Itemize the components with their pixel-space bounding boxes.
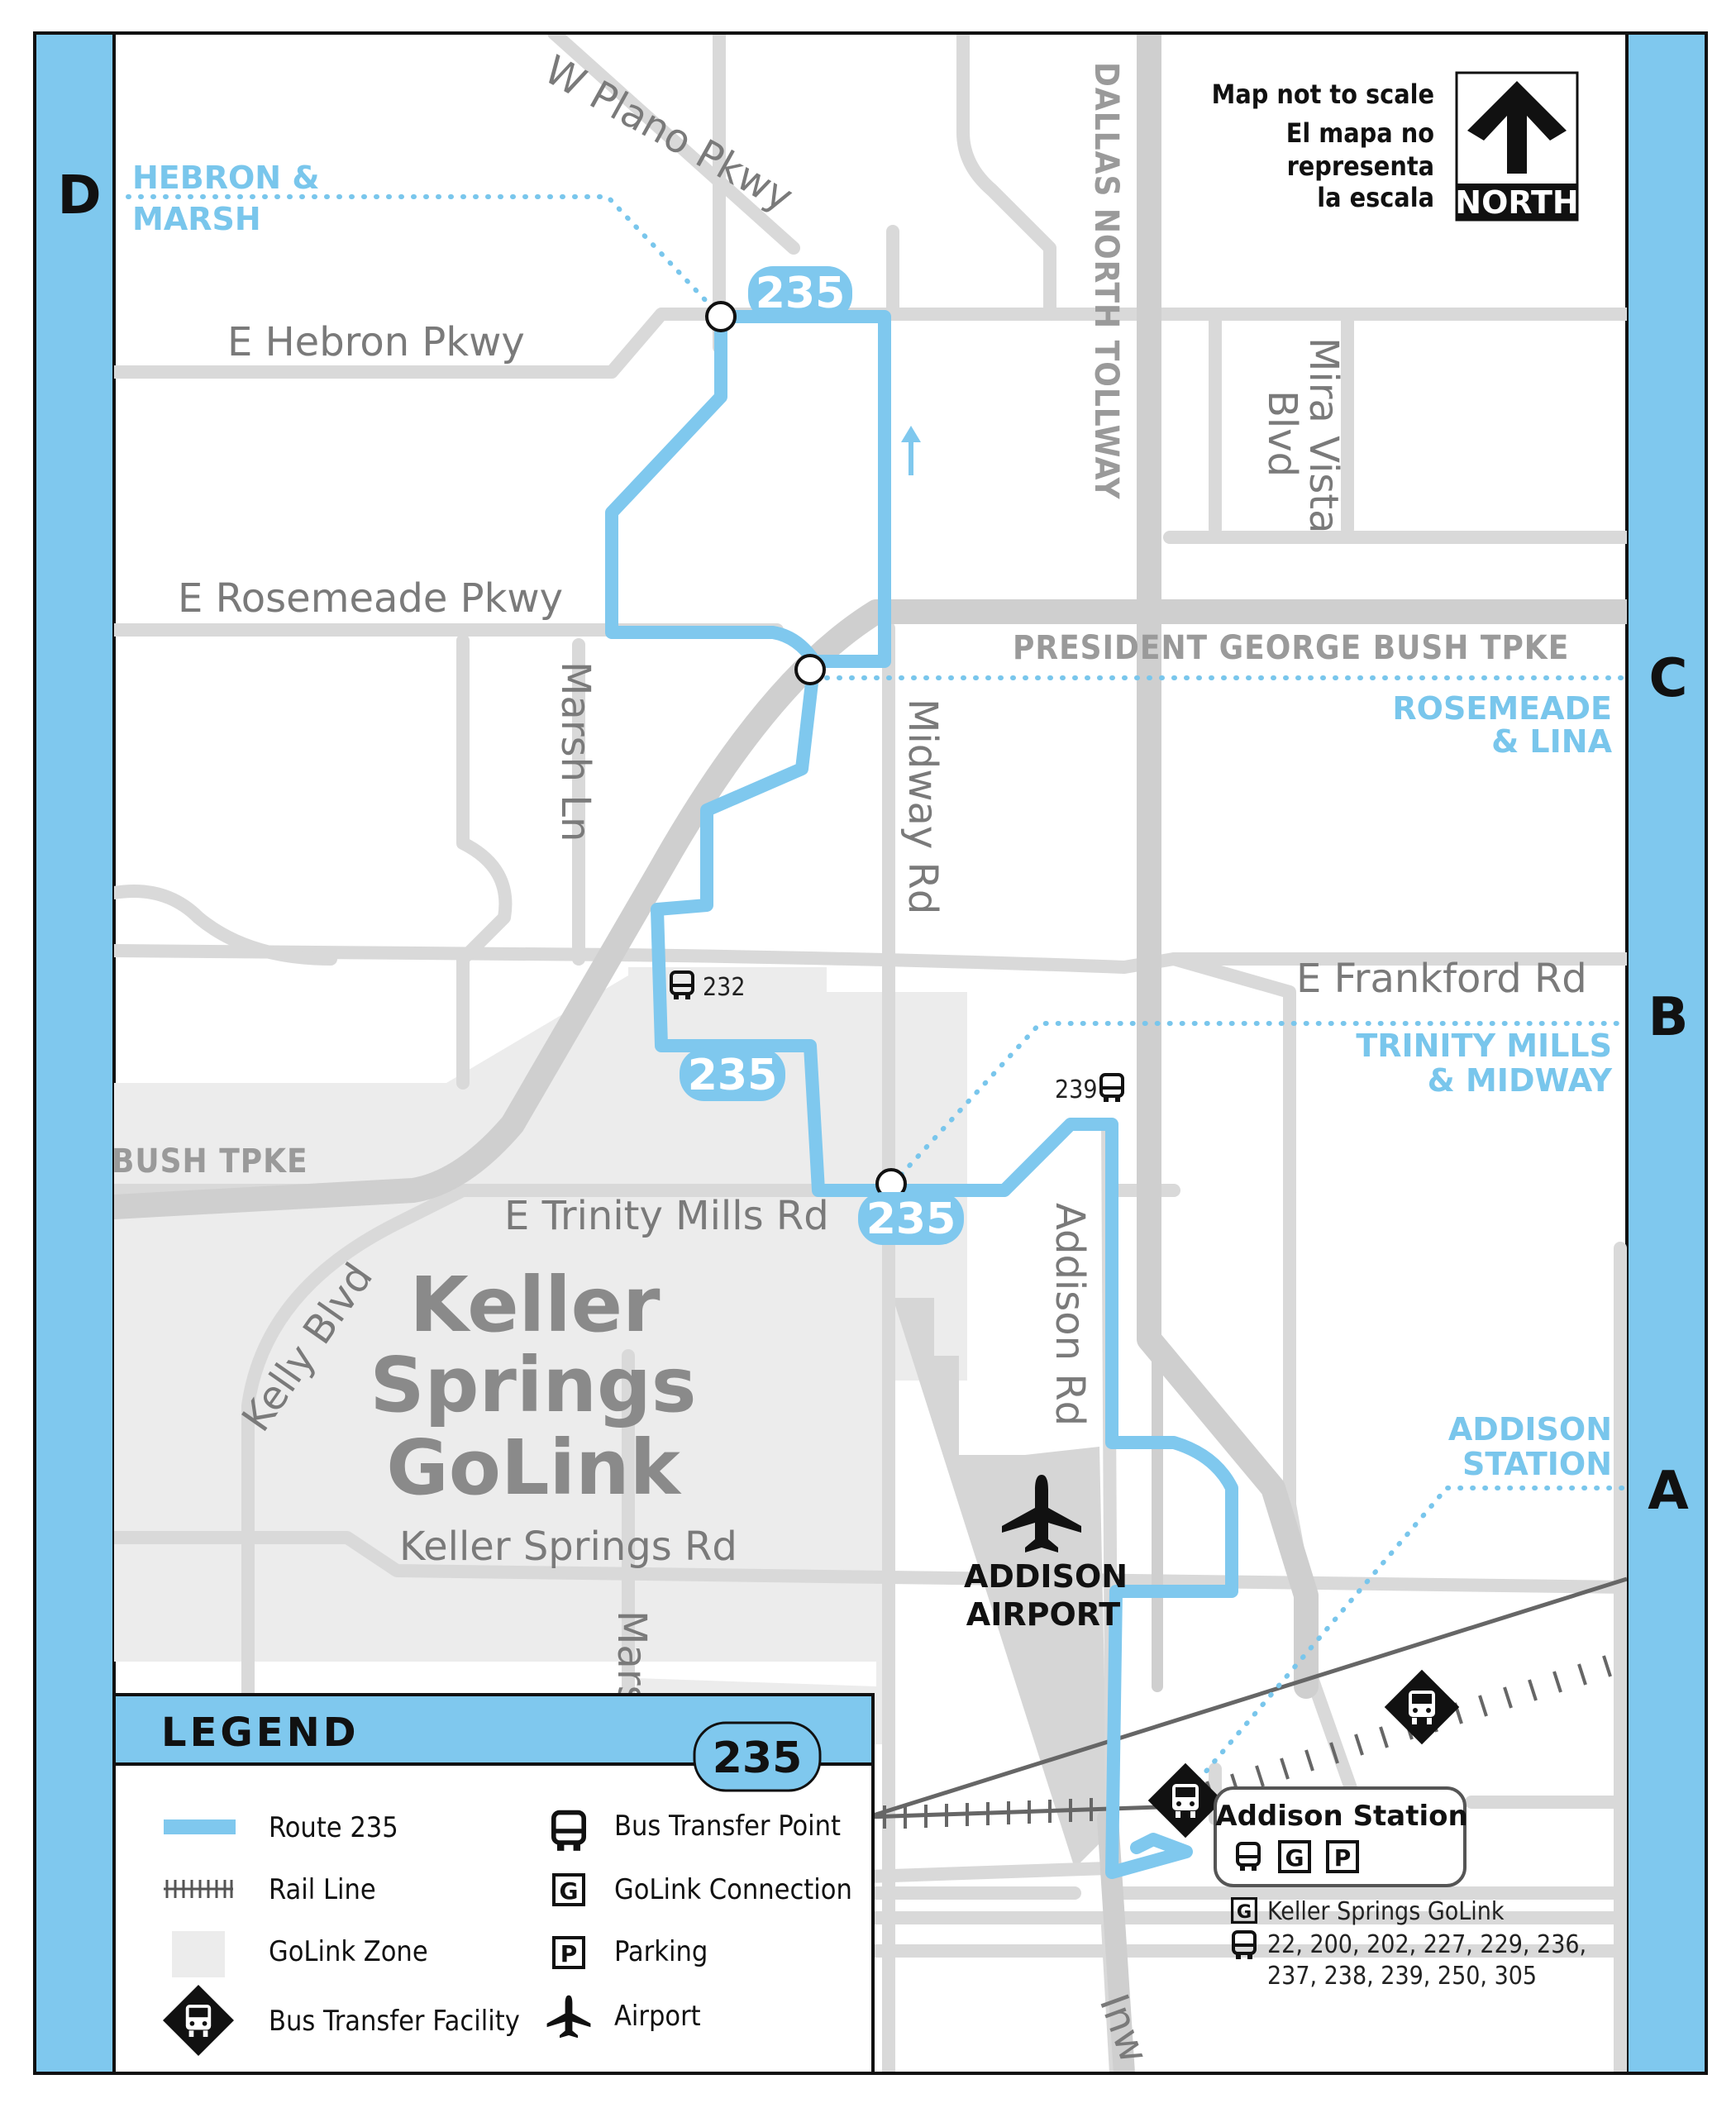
scale-note-3: representa xyxy=(1287,150,1434,182)
station-bus-routes-1: 22, 200, 202, 227, 229, 236, xyxy=(1267,1930,1586,1959)
airport-label-1: ADDISON xyxy=(964,1558,1128,1595)
route-235-line xyxy=(605,310,1238,1879)
route-badge-south: 235 xyxy=(858,1192,964,1245)
bus-transfer-232: 232 xyxy=(670,971,746,1002)
street-e-hebron: E Hebron Pkwy xyxy=(227,319,525,365)
legend-zone-swatch xyxy=(172,1931,225,1977)
street-midway-rd: Midway Rd xyxy=(899,699,946,914)
grid-label-c: C xyxy=(1649,648,1688,709)
scale-note-1: Map not to scale xyxy=(1212,79,1434,110)
street-mira-vista-blvd: Blvd xyxy=(1259,390,1305,477)
legend-title: LEGEND xyxy=(161,1710,360,1756)
golink-zone-label-1: Keller xyxy=(410,1261,661,1349)
station-golink-text: Keller Springs GoLink xyxy=(1267,1897,1505,1926)
legend-facility-label: Bus Transfer Facility xyxy=(269,2005,520,2038)
svg-text:232: 232 xyxy=(703,973,746,1002)
timepoint-label-rosemeade-2: & LINA xyxy=(1491,723,1613,760)
timepoint-label-rosemeade-1: ROSEMEADE xyxy=(1392,690,1612,727)
route-badge-middle: 235 xyxy=(680,1048,785,1101)
legend: LEGEND 235 Route 235 Rail Line GoLink Zo… xyxy=(112,1693,875,2075)
grid-label-d: D xyxy=(57,165,101,227)
timepoint-label-trinity-1: TRINITY MILLS xyxy=(1356,1028,1612,1064)
svg-text:235: 235 xyxy=(688,1051,778,1100)
street-pgbt: PRESIDENT GEORGE BUSH TPKE xyxy=(1013,629,1569,667)
street-e-frankford: E Frankford Rd xyxy=(1296,956,1587,1002)
legend-route-badge xyxy=(693,1721,822,1792)
timepoint-hebron-marsh xyxy=(705,301,737,332)
golink-zone-label-3: GoLink xyxy=(386,1424,681,1512)
direction-arrow-icon xyxy=(901,426,921,475)
legend-rail-swatch xyxy=(164,1880,233,1898)
street-bush-tpke: BUSH TPKE xyxy=(112,1142,308,1180)
svg-text:NORTH: NORTH xyxy=(1455,184,1578,221)
scale-note-4: la escala xyxy=(1317,182,1434,213)
street-mira-vista: Mira Vista xyxy=(1300,337,1347,534)
street-e-rosemeade: E Rosemeade Pkwy xyxy=(178,575,563,622)
scale-note-2: El mapa no xyxy=(1286,117,1434,149)
grid-label-b: B xyxy=(1648,987,1689,1048)
svg-text:Addison Station: Addison Station xyxy=(1215,1800,1467,1833)
svg-text:239: 239 xyxy=(1055,1075,1098,1104)
north-arrow-icon xyxy=(1467,81,1567,174)
bus-transfer-239: 239 xyxy=(1055,1073,1124,1104)
timepoint-label-hebron-1: HEBRON & xyxy=(132,160,319,196)
street-dallas-north-tollway: DALLAS NORTH TOLLWAY xyxy=(1087,62,1125,500)
street-inwood: Inw xyxy=(1090,1988,1157,2069)
street-marsh-ln: Marsh Ln xyxy=(552,661,599,842)
station-bus-routes-2: 237, 238, 239, 250, 305 xyxy=(1267,1962,1537,1991)
street-keller-springs-rd: Keller Springs Rd xyxy=(399,1524,737,1570)
legend-transfer-label: Bus Transfer Point xyxy=(614,1810,841,1843)
grid-label-a: A xyxy=(1648,1461,1689,1522)
legend-rail-label: Rail Line xyxy=(269,1873,376,1906)
street-e-trinity-mills: E Trinity Mills Rd xyxy=(504,1193,829,1239)
timepoint-label-addison-2: STATION xyxy=(1462,1446,1612,1482)
timepoint-rosemeade-lina xyxy=(794,654,826,685)
timepoint-label-hebron-2: MARSH xyxy=(132,201,261,237)
route-badge-north: 235 xyxy=(748,266,852,321)
timepoint-connectors xyxy=(126,194,1627,1792)
timepoint-label-addison-1: ADDISON xyxy=(1448,1411,1612,1447)
svg-text:235: 235 xyxy=(756,269,846,318)
left-border xyxy=(33,31,116,2075)
right-border xyxy=(1625,31,1708,2075)
legend-golink-label: GoLink Connection xyxy=(614,1873,852,1906)
legend-parking-label: Parking xyxy=(614,1935,708,1968)
north-arrow: NORTH xyxy=(1455,71,1579,222)
legend-route-label: Route 235 xyxy=(269,1811,398,1844)
golink-zone-label-2: Springs xyxy=(370,1341,696,1429)
airport-label-2: AIRPORT xyxy=(966,1596,1121,1633)
timepoint-label-trinity-2: & MIDWAY xyxy=(1428,1062,1613,1099)
street-marsh-lower: Mars xyxy=(608,1610,655,1706)
legend-airport-label: Airport xyxy=(614,2000,701,2033)
bus-transfer-facility-icon-east xyxy=(1384,1669,1460,1745)
golink-zone xyxy=(114,967,967,1744)
svg-text:235: 235 xyxy=(713,1734,803,1783)
legend-zone-label: GoLink Zone xyxy=(269,1935,428,1968)
addison-station-box: Addison Station xyxy=(1214,1786,1468,1887)
street-addison-rd: Addison Rd xyxy=(1047,1203,1093,1426)
svg-text:235: 235 xyxy=(866,1195,956,1244)
